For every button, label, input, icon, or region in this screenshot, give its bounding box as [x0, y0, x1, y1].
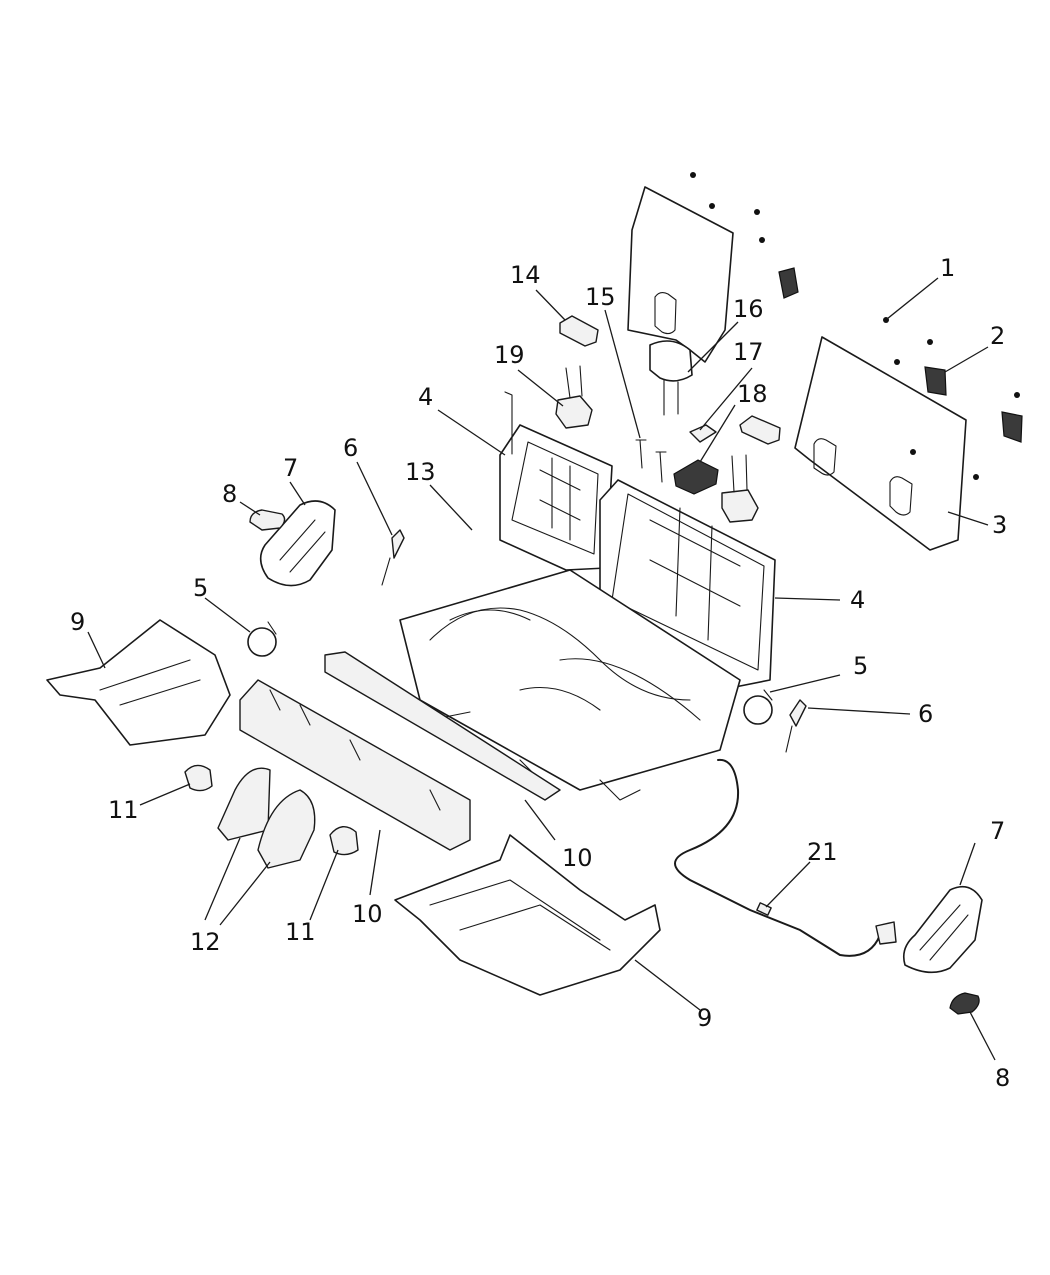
callout-1: 1: [940, 254, 955, 282]
latch-mechanism-19: [555, 365, 593, 429]
callout-11-lower: 11: [285, 918, 316, 946]
leader-lines: [87, 277, 996, 1061]
callout-labels: 1 2 3 4 4 5 5 6 6 7 7 8 8 9 9 10 10 11 1…: [70, 254, 1010, 1092]
actuator-left: [381, 529, 405, 586]
callout-8-left: 8: [222, 480, 237, 508]
seat-back-panel-lower: [794, 336, 967, 551]
pivot-cover-11-left: [184, 764, 213, 792]
callout-5-left: 5: [193, 574, 208, 602]
callout-10-lower: 10: [352, 900, 383, 928]
callout-2: 2: [990, 322, 1005, 350]
vent-grille: [778, 267, 1023, 443]
head-restraint: [649, 340, 693, 416]
side-shield-left: [259, 500, 336, 587]
latch-housing-18: [673, 459, 719, 495]
callout-21: 21: [807, 838, 838, 866]
callout-17: 17: [733, 338, 764, 366]
callout-16: 16: [733, 295, 764, 323]
release-cable-21: [674, 758, 897, 957]
seat-cushion-frame: [399, 569, 741, 801]
callout-15: 15: [585, 283, 616, 311]
callout-9-left: 9: [70, 608, 85, 636]
callout-13: 13: [405, 458, 436, 486]
callout-9-right: 9: [697, 1004, 712, 1032]
callout-4-right: 4: [850, 586, 865, 614]
armrest-pad-14: [559, 315, 599, 347]
callout-6-right: 6: [918, 700, 933, 728]
bezel-17: [689, 424, 717, 443]
release-handle-left: [249, 509, 286, 531]
base-crossmember: [324, 651, 561, 801]
callout-19: 19: [494, 341, 525, 369]
callout-3: 3: [992, 511, 1007, 539]
callout-4-upper: 4: [418, 383, 433, 411]
callout-7-right: 7: [990, 817, 1005, 845]
side-shield-right: [902, 885, 983, 974]
callout-11-left: 11: [108, 796, 139, 824]
recliner-cover-right: [743, 689, 773, 725]
callout-10-right: 10: [562, 844, 593, 872]
trim-cover-12: [217, 767, 316, 869]
actuator-right: [785, 699, 807, 753]
callout-18: 18: [737, 380, 768, 408]
callout-7-left: 7: [283, 454, 298, 482]
guide-sleeves: [635, 439, 667, 483]
callout-12: 12: [190, 928, 221, 956]
callout-14: 14: [510, 261, 541, 289]
armrest-pad-right: [739, 415, 781, 445]
callout-5-right: 5: [853, 652, 868, 680]
seat-back-panel-upper: [627, 172, 765, 363]
callout-6-left: 6: [343, 434, 358, 462]
recliner-cover-left: [247, 621, 277, 657]
callout-8-right: 8: [995, 1064, 1010, 1092]
pivot-cover-11-right: [329, 826, 359, 856]
latch-mechanism-right: [721, 454, 759, 523]
release-handle-right: [949, 992, 980, 1015]
seat-frame-left: [499, 391, 613, 571]
floor-trim-left: [46, 619, 231, 746]
base-rail-10: [239, 679, 471, 851]
floor-trim-right: [394, 834, 661, 996]
